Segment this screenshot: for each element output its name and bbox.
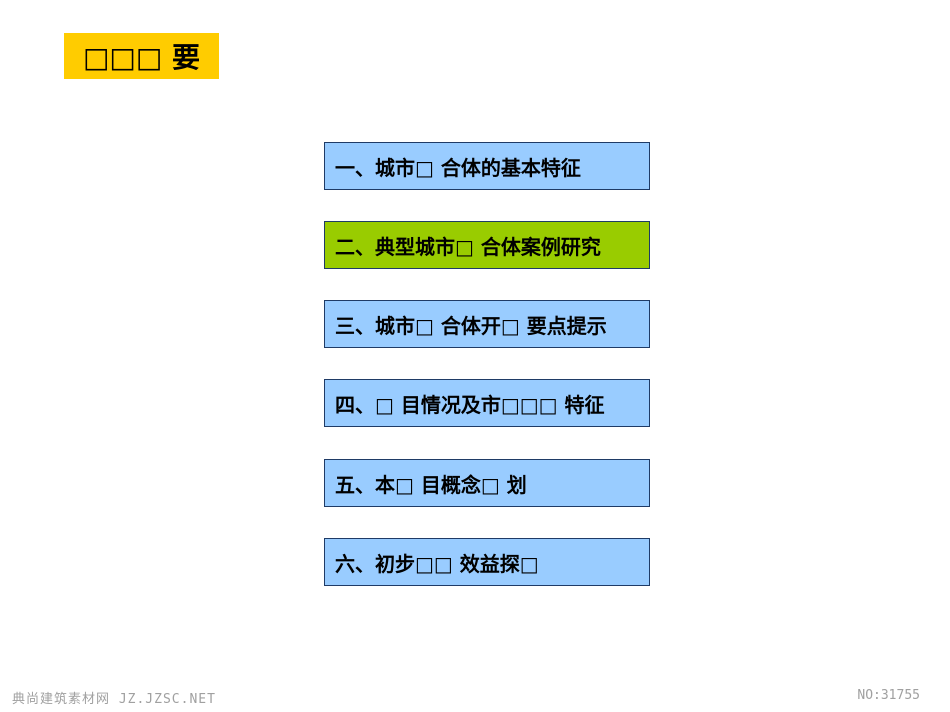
menu-item-5[interactable]: 五、本□ 目概念□ 划 — [324, 459, 650, 507]
menu-item-label: 二、典型城市□ 合体案例研究 — [335, 234, 601, 259]
menu-item-label: 一、城市□ 合体的基本特征 — [335, 155, 581, 180]
menu-item-label: 五、本□ 目概念□ 划 — [335, 472, 527, 497]
menu-item-6[interactable]: 六、初步□□ 效益探□ — [324, 538, 650, 586]
menu-item-2[interactable]: 二、典型城市□ 合体案例研究 — [324, 221, 650, 269]
menu-item-label: 六、初步□□ 效益探□ — [335, 551, 539, 576]
menu-item-label: 三、城市□ 合体开□ 要点提示 — [335, 313, 607, 338]
page-title: □□□ 要 — [64, 33, 219, 79]
menu-item-4[interactable]: 四、□ 目情况及市□□□ 特征 — [324, 379, 650, 427]
menu-item-label: 四、□ 目情况及市□□□ 特征 — [335, 392, 605, 417]
menu-item-3[interactable]: 三、城市□ 合体开□ 要点提示 — [324, 300, 650, 348]
watermark-text: 典尚建筑素材网 JZ.JZSC.NET — [12, 692, 216, 707]
menu-item-1[interactable]: 一、城市□ 合体的基本特征 — [324, 142, 650, 190]
document-number: NO:31755 — [857, 688, 920, 703]
